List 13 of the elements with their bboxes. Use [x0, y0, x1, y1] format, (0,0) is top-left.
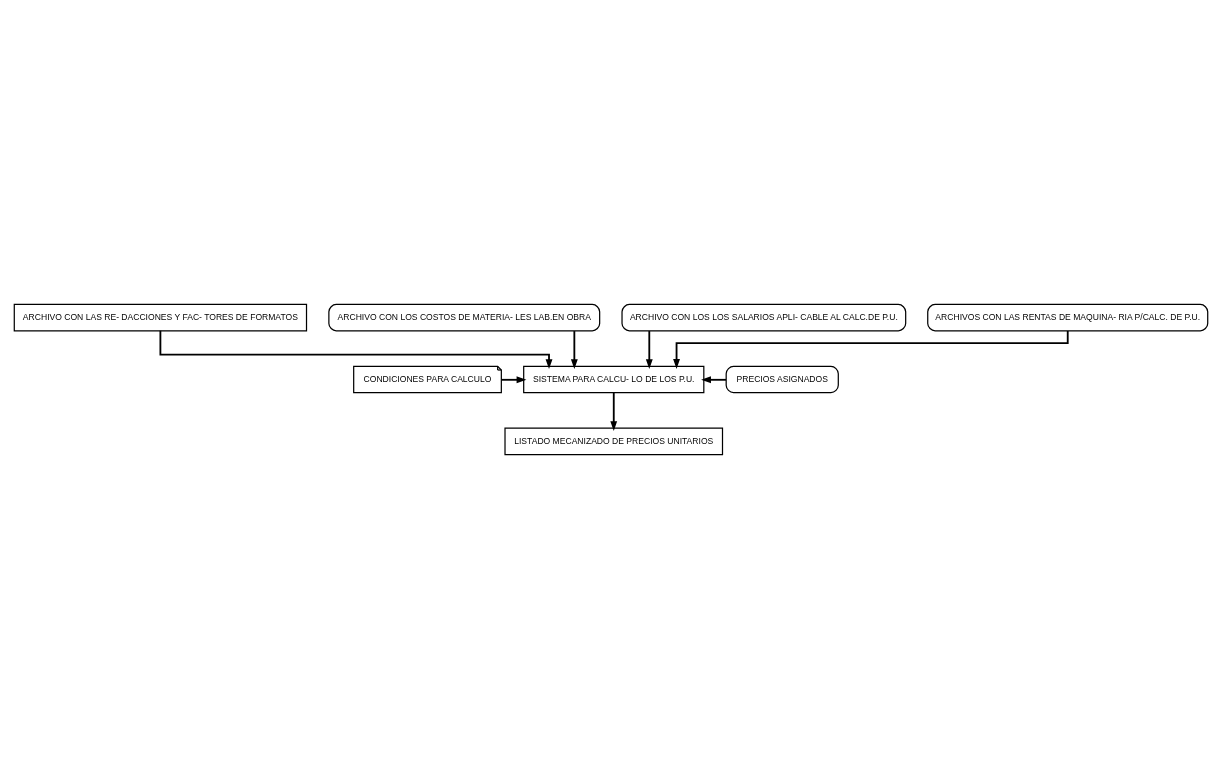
arrow	[610, 392, 618, 431]
node-box: ARCHIVOS CON LAS RENTAS DE MAQUINA- RIA P/CALC. DE P.U.	[927, 303, 1209, 332]
arrow	[500, 376, 527, 384]
arrow	[673, 330, 1069, 369]
node-box: LISTADO MECANIZADO DE PRECIOS UNITARIOS	[504, 427, 724, 456]
node-box: ARCHIVO CON LOS COSTOS DE MATERIA- LES LAB.EN OBRA	[328, 303, 601, 332]
node-box: ARCHIVO CON LAS RE- DACCIONES Y FAC- TORES DE FORMATOS	[13, 303, 308, 332]
arrow	[701, 376, 727, 384]
arrow	[645, 330, 653, 370]
node-box: ARCHIVO CON LOS LOS SALARIOS APLI- CABLE AL CALC.DE P.U.	[621, 303, 907, 332]
node-box: PRECIOS ASIGNADOS	[725, 365, 839, 394]
arrow	[570, 330, 578, 370]
node-box: SISTEMA PARA CALCU- LO DE LOS P.U.	[523, 365, 705, 394]
